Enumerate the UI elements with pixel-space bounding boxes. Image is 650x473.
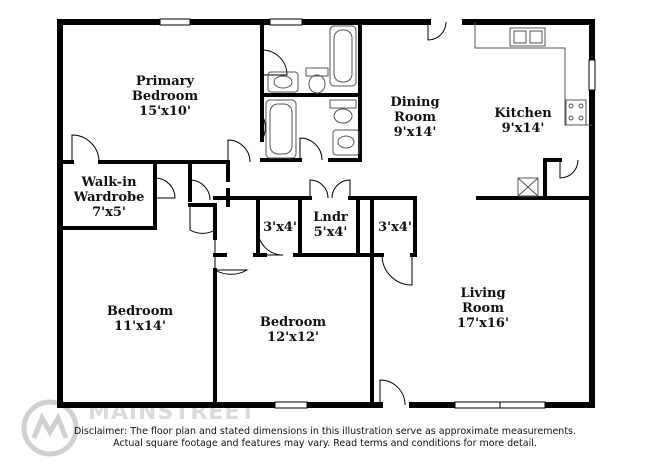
primary-bedroom-name-line1: Primary bbox=[135, 74, 195, 89]
bedroom-left-name: Bedroom bbox=[106, 304, 174, 319]
laundry-size: 5'x4' bbox=[313, 225, 348, 240]
disclaimer: Disclaimer: The floor plan and stated di… bbox=[0, 426, 650, 450]
primary-bedroom-label: Primary Bedroom 15'x10' bbox=[115, 74, 215, 119]
walkin-wardrobe-label: Walk-in Wardrobe 7'x5' bbox=[64, 175, 154, 220]
windows bbox=[159, 18, 596, 409]
closet-left-label: 3'x4' bbox=[258, 220, 302, 235]
bedroom-center-name: Bedroom bbox=[259, 315, 327, 330]
living-room-size: 17'x16' bbox=[457, 316, 509, 331]
primary-bedroom-name-line2: Bedroom bbox=[131, 89, 199, 104]
living-room-name-line2: Room bbox=[462, 301, 504, 316]
living-room-label: Living Room 17'x16' bbox=[438, 286, 528, 331]
mainstreet-logo-icon bbox=[21, 399, 79, 457]
closet-left-size: 3'x4' bbox=[263, 220, 297, 235]
kitchen-label: Kitchen 9'x14' bbox=[478, 106, 568, 136]
walkin-wardrobe-size: 7'x5' bbox=[92, 205, 126, 220]
kitchen-size: 9'x14' bbox=[501, 121, 545, 136]
bedroom-center-size: 12'x12' bbox=[267, 330, 319, 345]
bedroom-center-label: Bedroom 12'x12' bbox=[243, 315, 343, 345]
kitchen-name: Kitchen bbox=[494, 106, 552, 121]
kitchen-fixtures bbox=[474, 22, 592, 197]
dining-room-name-line2: Room bbox=[394, 110, 436, 125]
bedroom-left-size: 11'x14' bbox=[114, 319, 166, 334]
dining-room-name-line1: Dining bbox=[390, 95, 440, 110]
door-swings bbox=[71, 21, 579, 406]
closet-right-label: 3'x4' bbox=[373, 220, 417, 235]
laundry-label: Lndr 5'x4' bbox=[303, 210, 358, 240]
bedroom-left-label: Bedroom 11'x14' bbox=[90, 304, 190, 334]
laundry-name: Lndr bbox=[313, 210, 348, 225]
primary-bedroom-size: 15'x10' bbox=[139, 104, 191, 119]
disclaimer-line2: Actual square footage and features may v… bbox=[113, 438, 537, 449]
disclaimer-line1: Disclaimer: The floor plan and stated di… bbox=[73, 426, 577, 437]
living-room-name-line1: Living bbox=[460, 286, 506, 301]
walkin-wardrobe-name-line1: Walk-in bbox=[81, 175, 137, 190]
bath-fixtures bbox=[265, 25, 360, 159]
closet-right-size: 3'x4' bbox=[378, 220, 412, 235]
watermark-text: MAINSTREET bbox=[88, 400, 257, 425]
walkin-wardrobe-name-line2: Wardrobe bbox=[73, 190, 145, 205]
dining-room-label: Dining Room 9'x14' bbox=[370, 95, 460, 140]
dining-room-size: 9'x14' bbox=[393, 125, 437, 140]
